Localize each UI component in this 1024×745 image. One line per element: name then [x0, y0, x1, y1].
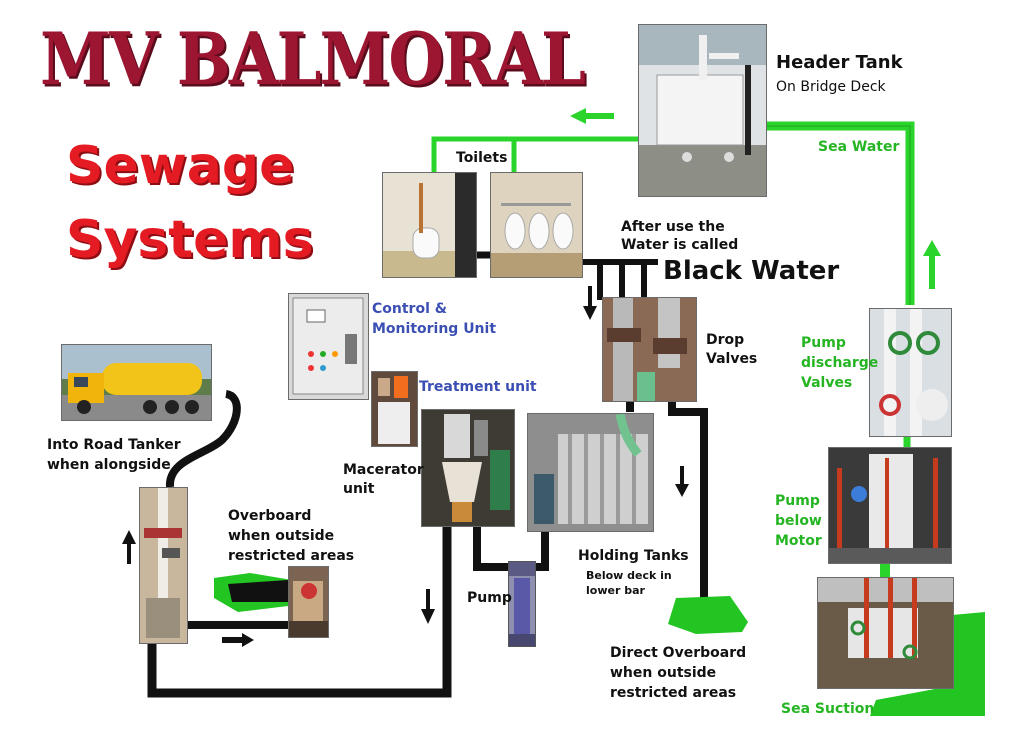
drop-valves-label-line1: Drop: [706, 332, 745, 348]
header-tank-location-label: On Bridge Deck: [776, 79, 886, 95]
macerator-label-line1: Macerator: [343, 462, 424, 478]
after-use-label-line1: After use the: [621, 219, 725, 235]
pump-below-motor-label-line1: Pump: [775, 493, 820, 509]
header-to-toilets-pipe: [431, 136, 638, 172]
pump-discharge-valves-photo: [869, 308, 952, 437]
direct-overboard-label-line2: when outside: [610, 665, 717, 681]
control-unit-photo: [288, 293, 369, 400]
holding-tanks-label: Holding Tanks: [578, 548, 689, 564]
tanker-hose: [166, 390, 241, 488]
toilets-label: Toilets: [456, 150, 508, 166]
diagram-subtitle-systems: Systems: [66, 210, 314, 270]
pump-discharge-label-line1: Pump: [801, 335, 846, 351]
green-arrow-up-icon: [923, 240, 941, 289]
below-deck-label-line1: Below deck in: [586, 569, 672, 582]
overboard-label-line2: when outside: [228, 528, 335, 544]
overboard-label-line1: Overboard: [228, 508, 312, 524]
treatment-unit-label: Treatment unit: [419, 379, 537, 395]
direct-overboard-label-line3: restricted areas: [610, 685, 737, 701]
direct-overboard-discharge: [668, 596, 748, 634]
drop-valves-photo: [602, 297, 697, 402]
control-unit-label-line1: Control &: [372, 301, 447, 317]
macerator-to-overboard-pipe: [147, 526, 452, 698]
control-unit-label-line2: Monitoring Unit: [372, 321, 497, 337]
drop-valves-label-line2: Valves: [706, 351, 758, 367]
pump-below-motor-photo: [828, 447, 952, 564]
sea-water-label: Sea Water: [818, 139, 900, 155]
overboard-black-plume: [228, 580, 288, 602]
macerator-photo: [421, 409, 515, 527]
diagram-subtitle-sewage: Sewage: [66, 136, 295, 196]
macerator-label-line2: unit: [343, 481, 375, 497]
sea-suction-photo: [817, 577, 954, 689]
toilet-photo: [382, 172, 477, 278]
header-tank-photo: [638, 24, 767, 197]
sea-suction-label: Sea Suction: [781, 701, 875, 717]
sea-water-outline: [764, 125, 911, 305]
road-tanker-photo: [61, 344, 212, 421]
urinals-photo: [490, 172, 583, 278]
pump-photo: [508, 561, 536, 647]
treatment-unit-photo: [371, 371, 418, 447]
pump-label: Pump: [467, 590, 512, 606]
pump-discharge-label-line2: discharge: [801, 355, 879, 371]
pump-discharge-label-line3: Valves: [801, 375, 853, 391]
pump-below-motor-label-line2: below: [775, 513, 822, 529]
sea-suction-water: [870, 612, 985, 716]
after-use-label-line2: Water is called: [621, 237, 739, 253]
road-tanker-label-line1: Into Road Tanker: [47, 437, 181, 453]
black-water-label: Black Water: [663, 256, 840, 286]
direct-overboard-pipe: [668, 399, 708, 600]
arrow-right-overboard-icon: [222, 633, 254, 647]
header-tank-label: Header Tank: [776, 52, 903, 73]
tanker-connection-photo: [139, 487, 188, 644]
arrow-down-overboard-icon: [421, 589, 435, 624]
macerator-to-pump-pipe: [473, 526, 549, 571]
arrow-down-black-water-icon: [583, 286, 597, 320]
below-deck-label-line2: lower bar: [586, 584, 645, 597]
green-arrow-left-icon: [570, 108, 614, 124]
arrow-up-tanker-icon: [122, 530, 136, 564]
arrow-down-holding-icon: [675, 466, 689, 497]
overboard-valve-photo: [288, 566, 329, 638]
holding-tanks-photo: [527, 413, 654, 532]
diagram-title: MV BALMORAL: [40, 18, 586, 102]
pump-below-motor-label-line3: Motor: [775, 533, 822, 549]
overboard-label-line3: restricted areas: [228, 548, 355, 564]
road-tanker-label-line2: when alongside: [47, 457, 171, 473]
direct-overboard-label-line1: Direct Overboard: [610, 645, 747, 661]
